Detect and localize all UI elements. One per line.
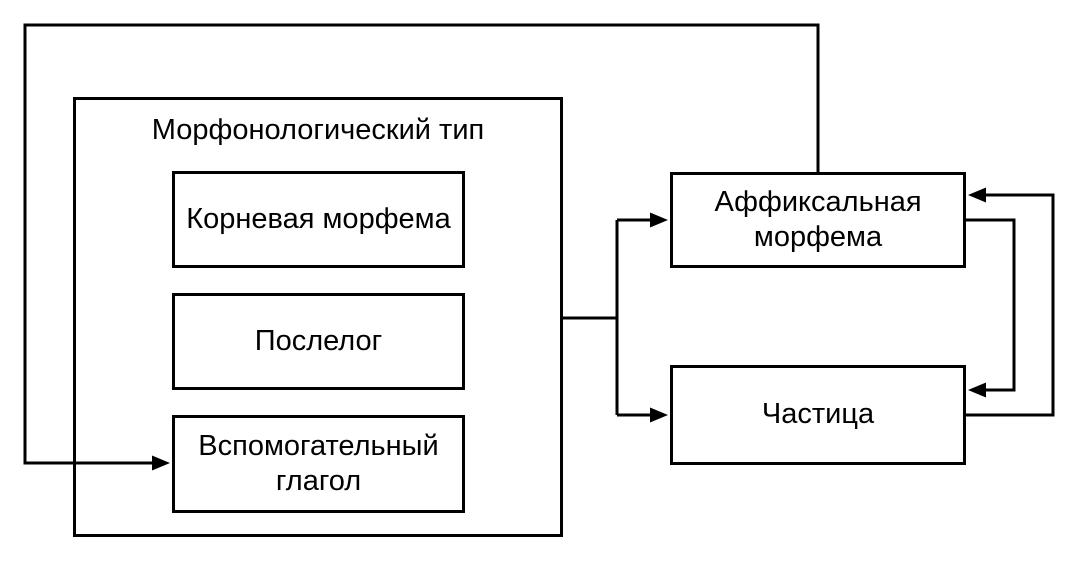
arrowhead-into-affixal-right-icon	[968, 187, 986, 203]
edge-affixal-to-particle	[966, 218, 1016, 392]
edge-affixal-to-auxiliary-loop	[23, 23, 820, 465]
group-morphonological-type	[73, 97, 563, 537]
node-affixal-morpheme-label: Аффиксальная морфема	[714, 185, 922, 253]
arrowhead-into-particle-left-icon	[650, 407, 668, 423]
edge-particle-to-affixal	[966, 193, 1055, 417]
node-auxiliary-verb: Вспомогательный глагол	[172, 415, 465, 513]
node-postposition: Послелог	[172, 293, 465, 390]
group-title: Морфонологический тип	[151, 114, 485, 146]
arrowhead-into-particle-right-icon	[968, 382, 986, 398]
node-affixal-morpheme: Аффиксальная морфема	[670, 172, 966, 268]
node-root-morpheme: Корневая морфема	[172, 171, 465, 268]
arrowhead-into-affixal-left-icon	[650, 212, 668, 228]
node-auxiliary-verb-label: Вспомогательный глагол	[198, 429, 439, 497]
node-particle-label: Частица	[761, 398, 875, 431]
node-particle: Частица	[670, 365, 966, 465]
arrowhead-into-auxiliary-icon	[152, 455, 170, 471]
node-root-morpheme-label: Корневая морфема	[186, 202, 451, 235]
node-postposition-label: Послелог	[254, 324, 383, 357]
